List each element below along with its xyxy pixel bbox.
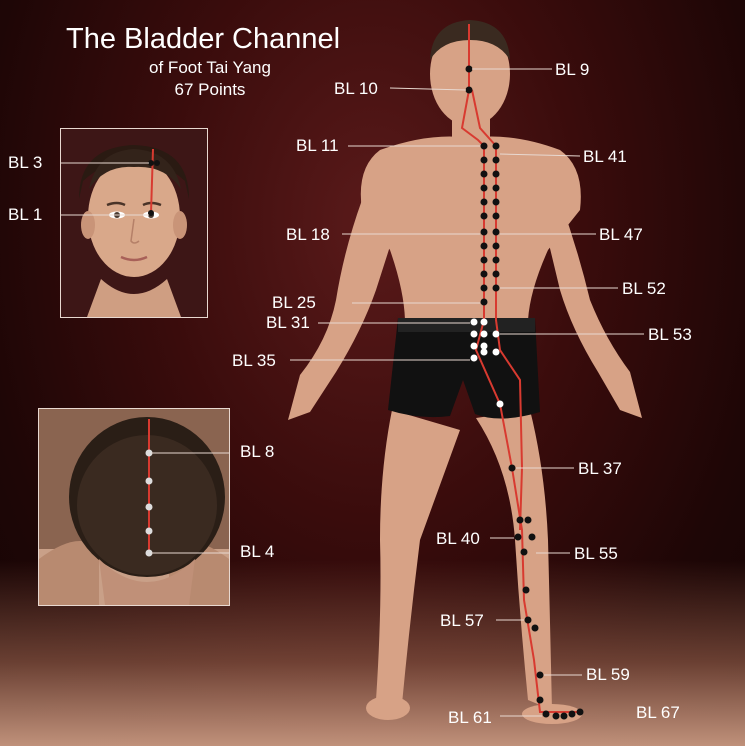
label-bl4: BL 4 xyxy=(240,542,275,561)
label-bl25: BL 25 xyxy=(272,293,316,312)
label-bl10: BL 10 xyxy=(334,79,378,98)
label-bl1: BL 1 xyxy=(8,205,43,224)
label-bl31: BL 31 xyxy=(266,313,310,332)
label-bl11: BL 11 xyxy=(296,136,339,155)
label-bl35: BL 35 xyxy=(232,351,276,370)
label-bl52: BL 52 xyxy=(622,279,666,298)
label-bl67: BL 67 xyxy=(636,703,680,722)
label-bl55: BL 55 xyxy=(574,544,618,563)
point-count: 67 Points xyxy=(174,80,246,99)
label-bl9: BL 9 xyxy=(555,60,590,79)
head-top-inset xyxy=(38,408,230,606)
label-bl8: BL 8 xyxy=(240,442,275,461)
face-illustration xyxy=(61,129,207,317)
label-bl41: BL 41 xyxy=(583,147,627,166)
shorts xyxy=(388,318,540,419)
label-bl47: BL 47 xyxy=(599,225,643,244)
label-bl40: BL 40 xyxy=(436,529,480,548)
label-bl61: BL 61 xyxy=(448,708,492,727)
diagram-title: The Bladder Channel xyxy=(66,23,341,55)
leader-lines xyxy=(290,68,644,717)
label-bl3: BL 3 xyxy=(8,153,43,172)
head-top-illustration xyxy=(39,409,229,605)
label-bl18: BL 18 xyxy=(286,225,330,244)
face-inset xyxy=(60,128,208,318)
body-silhouette xyxy=(288,22,642,724)
label-bl37: BL 37 xyxy=(578,459,622,478)
label-bl57: BL 57 xyxy=(440,611,484,630)
channel-points xyxy=(465,65,584,720)
label-bl53: BL 53 xyxy=(648,325,692,344)
diagram-subtitle: of Foot Tai Yang xyxy=(149,58,271,77)
label-bl59: BL 59 xyxy=(586,665,630,684)
